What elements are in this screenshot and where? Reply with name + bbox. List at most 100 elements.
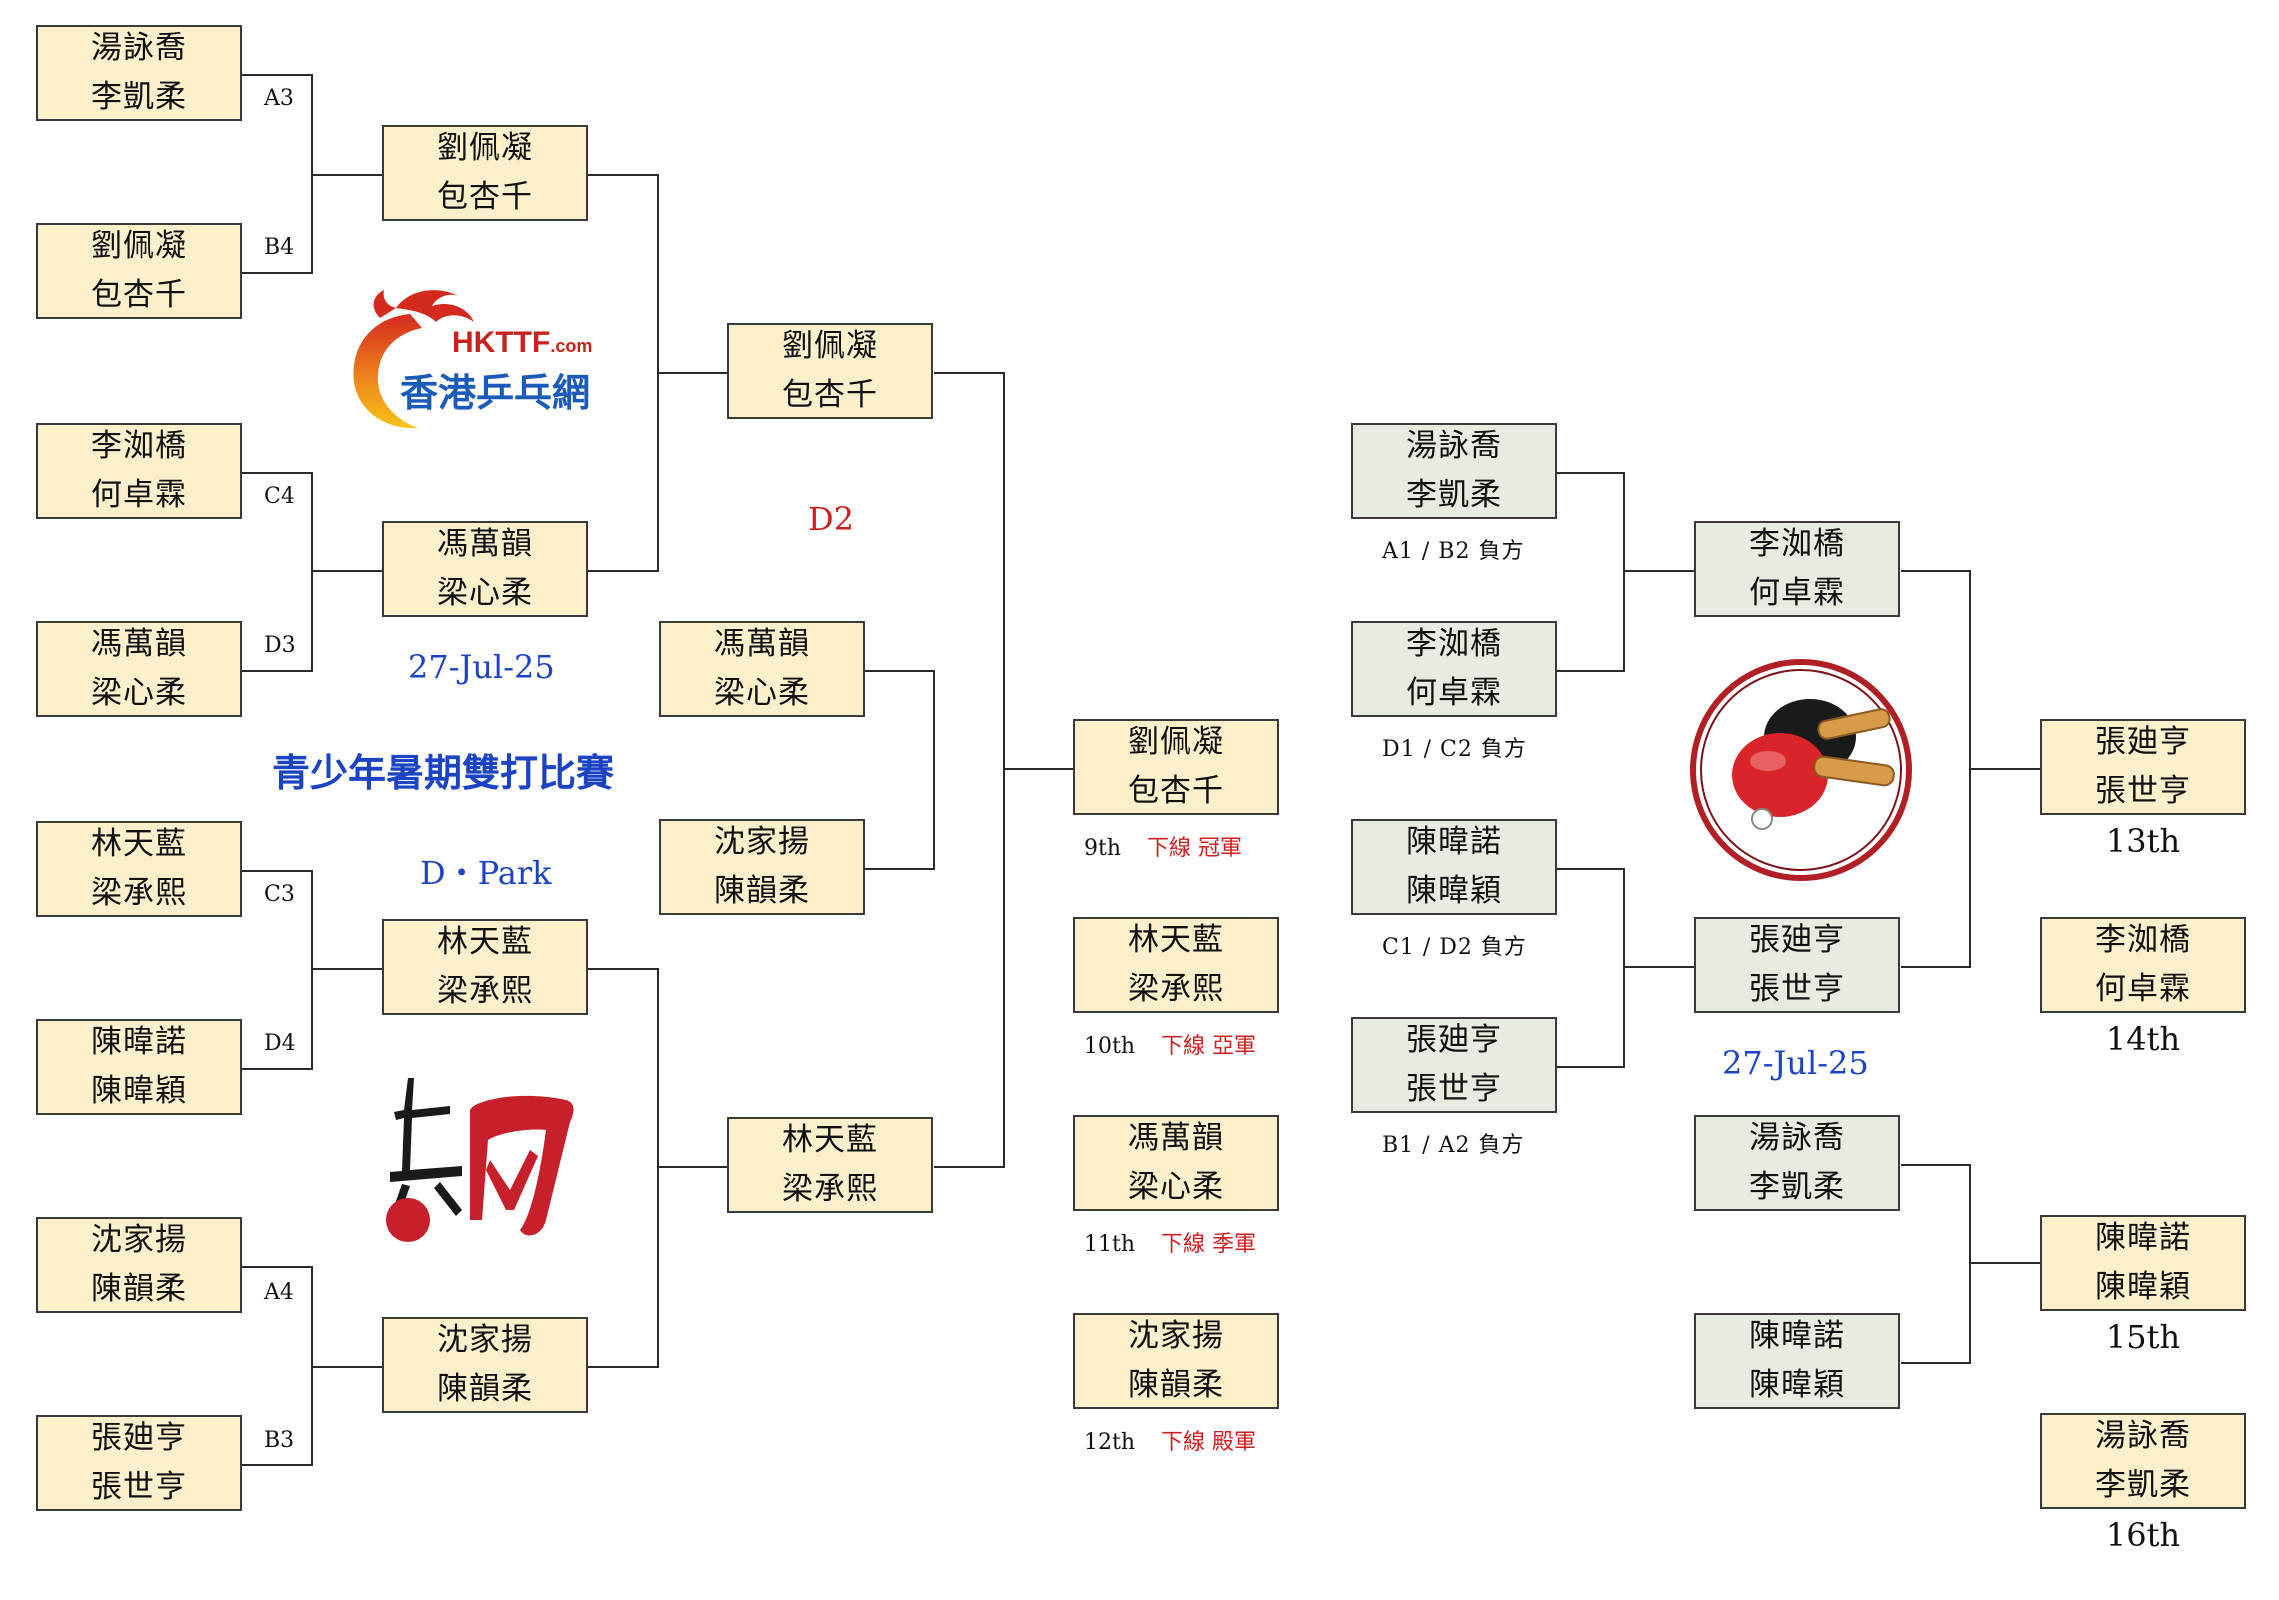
- seed-label: B3: [264, 1428, 295, 1453]
- connector: [311, 472, 313, 672]
- player-name: 梁心柔: [1128, 1169, 1224, 1205]
- final-rank-team-box: 陳暐諾 陳暐穎: [2040, 1215, 2246, 1311]
- connector: [865, 670, 934, 672]
- third-place-team-box: 馮萬韻 梁心柔: [659, 621, 865, 717]
- player-name: 張世亨: [1749, 971, 1845, 1007]
- rank-text: 12th: [1084, 1430, 1136, 1455]
- connector: [1901, 570, 1970, 572]
- rank-text: 11th: [1084, 1232, 1136, 1257]
- connector: [1556, 670, 1624, 672]
- placement-tag: 下線 殿軍: [1161, 1430, 1257, 1455]
- player-name: 沈家揚: [1128, 1318, 1224, 1354]
- venue-label: D・Park: [420, 854, 552, 892]
- connector: [588, 174, 658, 176]
- rank-label: 14th: [2105, 1020, 2181, 1058]
- connector: [1969, 1262, 2041, 1264]
- player-name: 包杏千: [1128, 773, 1224, 809]
- player-name: 李洳橋: [91, 428, 187, 464]
- player-name: 李凱柔: [91, 79, 187, 115]
- player-name: 湯詠喬: [91, 30, 187, 66]
- player-name: 陳韻柔: [714, 873, 810, 909]
- player-name: 劉佩凝: [437, 130, 533, 166]
- consolation-team-box: 張廸亨 張世亨: [1694, 917, 1900, 1013]
- result-team-box: 沈家揚 陳韻柔: [1073, 1313, 1279, 1409]
- rank-text: 10th: [1084, 1034, 1136, 1059]
- hkttf-logo: HKTTF.com 香港乒乓網: [340, 278, 620, 438]
- consolation-team-box: 湯詠喬 李凱柔: [1351, 423, 1557, 519]
- connector: [588, 968, 658, 970]
- consolation-team-box: 陳暐諾 陳暐穎: [1351, 819, 1557, 915]
- connector: [1556, 868, 1624, 870]
- semifinal-team-box: 林天藍 梁承熙: [727, 1117, 933, 1213]
- hkttf-wordmark: HKTTF.com: [452, 326, 592, 360]
- connector: [934, 1166, 1004, 1168]
- player-name: 湯詠喬: [2095, 1418, 2191, 1454]
- connector: [242, 272, 312, 274]
- connector: [1969, 1164, 1971, 1364]
- connector: [242, 1068, 312, 1070]
- connector: [242, 1464, 312, 1466]
- result-team-box: 劉佩凝 包杏千: [1073, 719, 1279, 815]
- player-name: 陳韻柔: [1128, 1367, 1224, 1403]
- player-name: 包杏千: [782, 377, 878, 413]
- player-name: 梁承熙: [91, 875, 187, 911]
- hkttf-text: HKTTF: [452, 326, 551, 359]
- player-name: 梁承熙: [1128, 971, 1224, 1007]
- player-name: 張廸亨: [1406, 1022, 1502, 1058]
- player-name: 林天藍: [1128, 922, 1224, 958]
- connector: [311, 968, 383, 970]
- round2-team-box: 林天藍 梁承熙: [382, 919, 588, 1015]
- player-name: 何卓霖: [1749, 575, 1845, 611]
- placement-tag: 下線 季軍: [1161, 1232, 1257, 1257]
- hkttf-chinese-name: 香港乒乓網: [400, 371, 591, 415]
- player-name: 沈家揚: [714, 824, 810, 860]
- connector: [588, 1366, 658, 1368]
- round1-team-box: 劉佩凝 包杏千: [36, 223, 242, 319]
- player-name: 陳韻柔: [91, 1271, 187, 1307]
- seed-label: C4: [264, 484, 295, 509]
- player-name: 張廸亨: [1749, 922, 1845, 958]
- connector: [311, 570, 383, 572]
- consolation-team-box: 李洳橋 何卓霖: [1351, 621, 1557, 717]
- connector: [865, 868, 934, 870]
- player-name: 陳暐諾: [91, 1024, 187, 1060]
- player-name: 劉佩凝: [91, 228, 187, 264]
- result-rank: 12th 下線 殿軍: [1084, 1424, 1256, 1456]
- connector: [1556, 1066, 1624, 1068]
- connector: [1003, 768, 1074, 770]
- player-name: 包杏千: [91, 277, 187, 313]
- loser-source-label: D1 / C2 負方: [1382, 737, 1527, 762]
- connector: [1969, 768, 2041, 770]
- player-name: 張世亨: [2095, 773, 2191, 809]
- connector: [242, 670, 312, 672]
- round2-team-box: 劉佩凝 包杏千: [382, 125, 588, 221]
- group-label: D2: [808, 500, 855, 538]
- player-name: 張世亨: [1406, 1071, 1502, 1107]
- player-name: 馮萬韻: [91, 626, 187, 662]
- connector: [588, 570, 658, 572]
- rank-label: 16th: [2105, 1516, 2181, 1554]
- connector: [933, 670, 935, 870]
- round1-team-box: 李洳橋 何卓霖: [36, 423, 242, 519]
- player-name: 陳暐穎: [1749, 1367, 1845, 1403]
- round1-team-box: 沈家揚 陳韻柔: [36, 1217, 242, 1313]
- placement-tag: 下線 亞軍: [1161, 1034, 1257, 1059]
- connector: [657, 1166, 728, 1168]
- date-label: 27-Jul-25: [408, 648, 555, 686]
- player-name: 陳暐諾: [1406, 824, 1502, 860]
- rank-label: 15th: [2105, 1318, 2181, 1356]
- connector: [1901, 1362, 1970, 1364]
- rank-text: 9th: [1084, 836, 1122, 861]
- player-name: 陳暐諾: [2095, 1220, 2191, 1256]
- player-name: 馮萬韻: [1128, 1120, 1224, 1156]
- connector: [1901, 1164, 1970, 1166]
- player-name: 包杏千: [437, 179, 533, 215]
- player-name: 林天藍: [437, 924, 533, 960]
- player-name: 梁承熙: [437, 973, 533, 1009]
- seed-label: A3: [264, 86, 294, 111]
- player-name: 陳韻柔: [437, 1371, 533, 1407]
- player-name: 沈家揚: [91, 1222, 187, 1258]
- round1-team-box: 林天藍 梁承熙: [36, 821, 242, 917]
- result-rank: 11th 下線 季軍: [1084, 1226, 1256, 1258]
- tournament-title: 青少年暑期雙打比賽: [272, 750, 615, 795]
